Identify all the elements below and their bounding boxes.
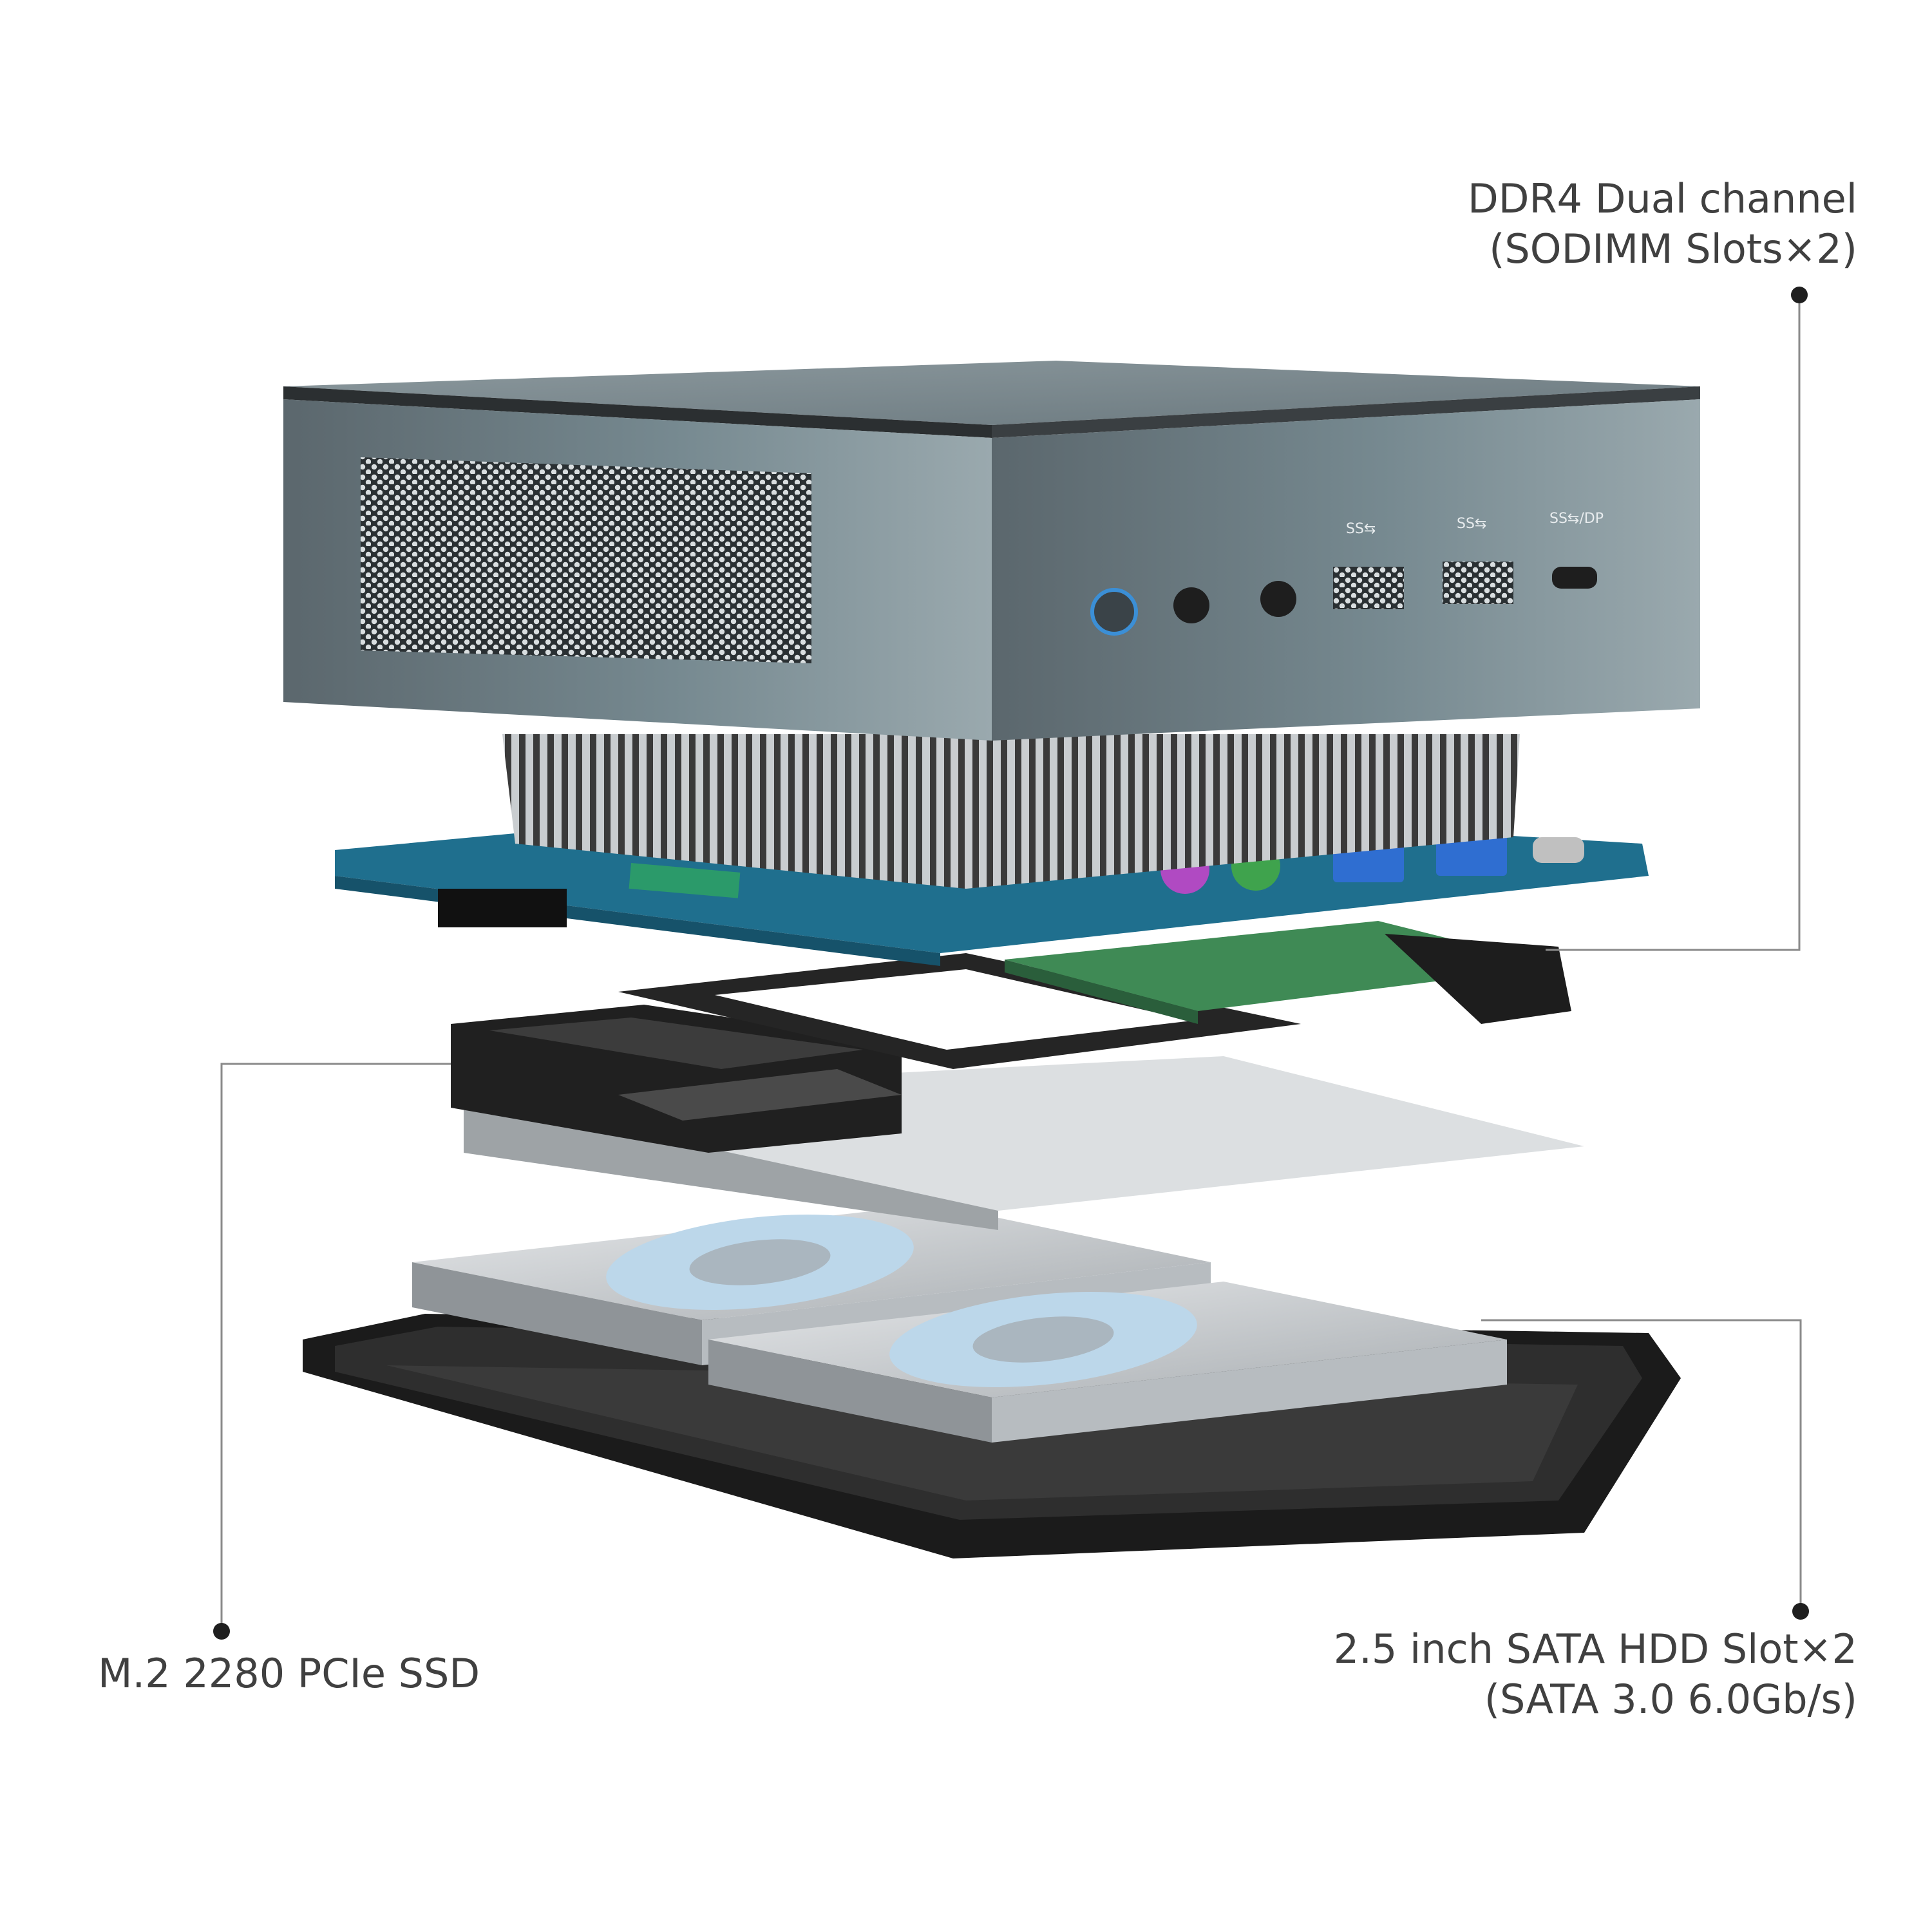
ddr4-callout-line1: DDR4 Dual channel bbox=[1467, 175, 1857, 222]
ssd-bracket bbox=[451, 1005, 902, 1153]
power-button[interactable] bbox=[1090, 588, 1138, 636]
hdd-callout-line1: 2.5 inch SATA HDD Slot×2 bbox=[1333, 1625, 1857, 1672]
usb-c-port[interactable] bbox=[1552, 567, 1597, 589]
headphone-jack[interactable] bbox=[1260, 581, 1296, 617]
microphone-jack[interactable] bbox=[1173, 587, 1209, 623]
usb-c-label: SS⇆/DP bbox=[1549, 511, 1604, 527]
ddr4-callout-line2: (SODIMM Slots×2) bbox=[1489, 225, 1857, 272]
usb-a-1-label: SS⇆ bbox=[1346, 521, 1376, 537]
ddr4-callout-line bbox=[1546, 295, 1801, 951]
ssd-callout-dot bbox=[213, 1623, 230, 1640]
sodimm-ram-modules bbox=[1005, 921, 1571, 1024]
mini-pc-chassis bbox=[283, 361, 1700, 741]
usb-a-port-1[interactable] bbox=[1333, 567, 1404, 609]
hdd-callout-dot bbox=[1792, 1603, 1809, 1620]
front-port-panel: SS⇆ SS⇆ SS⇆/DP bbox=[1090, 511, 1604, 636]
ssd-callout-line bbox=[220, 1063, 451, 1631]
cpu-heatsink bbox=[502, 734, 1520, 889]
hdd-callout-line2: (SATA 3.0 6.0Gb/s) bbox=[1484, 1676, 1857, 1723]
callout-dots bbox=[213, 287, 1809, 1640]
usb-a-port-2[interactable] bbox=[1443, 562, 1513, 604]
hdd-callout-line bbox=[1481, 1319, 1802, 1611]
usb-a-2-label: SS⇆ bbox=[1457, 516, 1486, 532]
ddr4-callout-label: DDR4 Dual channel (SODIMM Slots×2) bbox=[1468, 174, 1857, 274]
ddr4-callout-dot bbox=[1791, 287, 1808, 303]
ssd-callout-line1: M.2 2280 PCIe SSD bbox=[98, 1650, 480, 1697]
callout-lines bbox=[220, 295, 1802, 1631]
hdd-callout-label: 2.5 inch SATA HDD Slot×2 (SATA 3.0 6.0Gb… bbox=[1334, 1624, 1857, 1725]
gasket-frame bbox=[618, 953, 1301, 1069]
hdd-right bbox=[708, 1282, 1507, 1443]
ssd-callout-label: M.2 2280 PCIe SSD bbox=[98, 1649, 480, 1699]
